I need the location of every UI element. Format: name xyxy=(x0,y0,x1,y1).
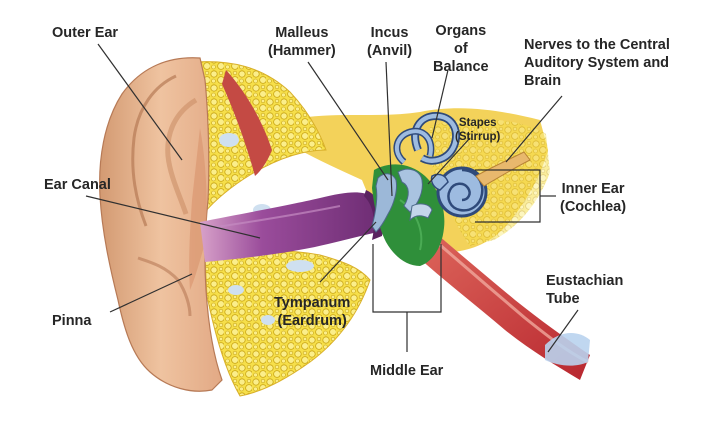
leader-lines xyxy=(85,43,579,353)
label-organs-of-balance: Organs of Balance xyxy=(433,23,489,75)
upper-bone xyxy=(194,61,327,216)
label-eustachian-tube: Eustachian Tube xyxy=(546,273,624,307)
auricle xyxy=(99,57,223,392)
ear-canal xyxy=(200,192,378,262)
label-middle-ear: Middle Ear xyxy=(370,363,444,379)
cochlea xyxy=(430,166,488,218)
semicircular-canals xyxy=(393,111,460,165)
label-pinna: Pinna xyxy=(52,313,92,329)
label-stapes: Stapes (Stirrup) xyxy=(455,117,501,143)
label-ear-canal: Ear Canal xyxy=(44,177,111,193)
auditory-nerve xyxy=(475,151,531,187)
label-malleus: Malleus (Hammer) xyxy=(268,25,336,59)
ossicles xyxy=(371,168,433,233)
label-incus: Incus (Anvil) xyxy=(367,25,413,59)
label-nerves: Nerves to the Central Auditory System an… xyxy=(524,37,670,89)
label-inner-ear: Inner Ear (Cochlea) xyxy=(560,181,627,215)
label-tympanum: Tympanum (Eardrum) xyxy=(274,295,351,329)
label-outer-ear: Outer Ear xyxy=(52,25,119,41)
lower-bone xyxy=(204,250,371,397)
